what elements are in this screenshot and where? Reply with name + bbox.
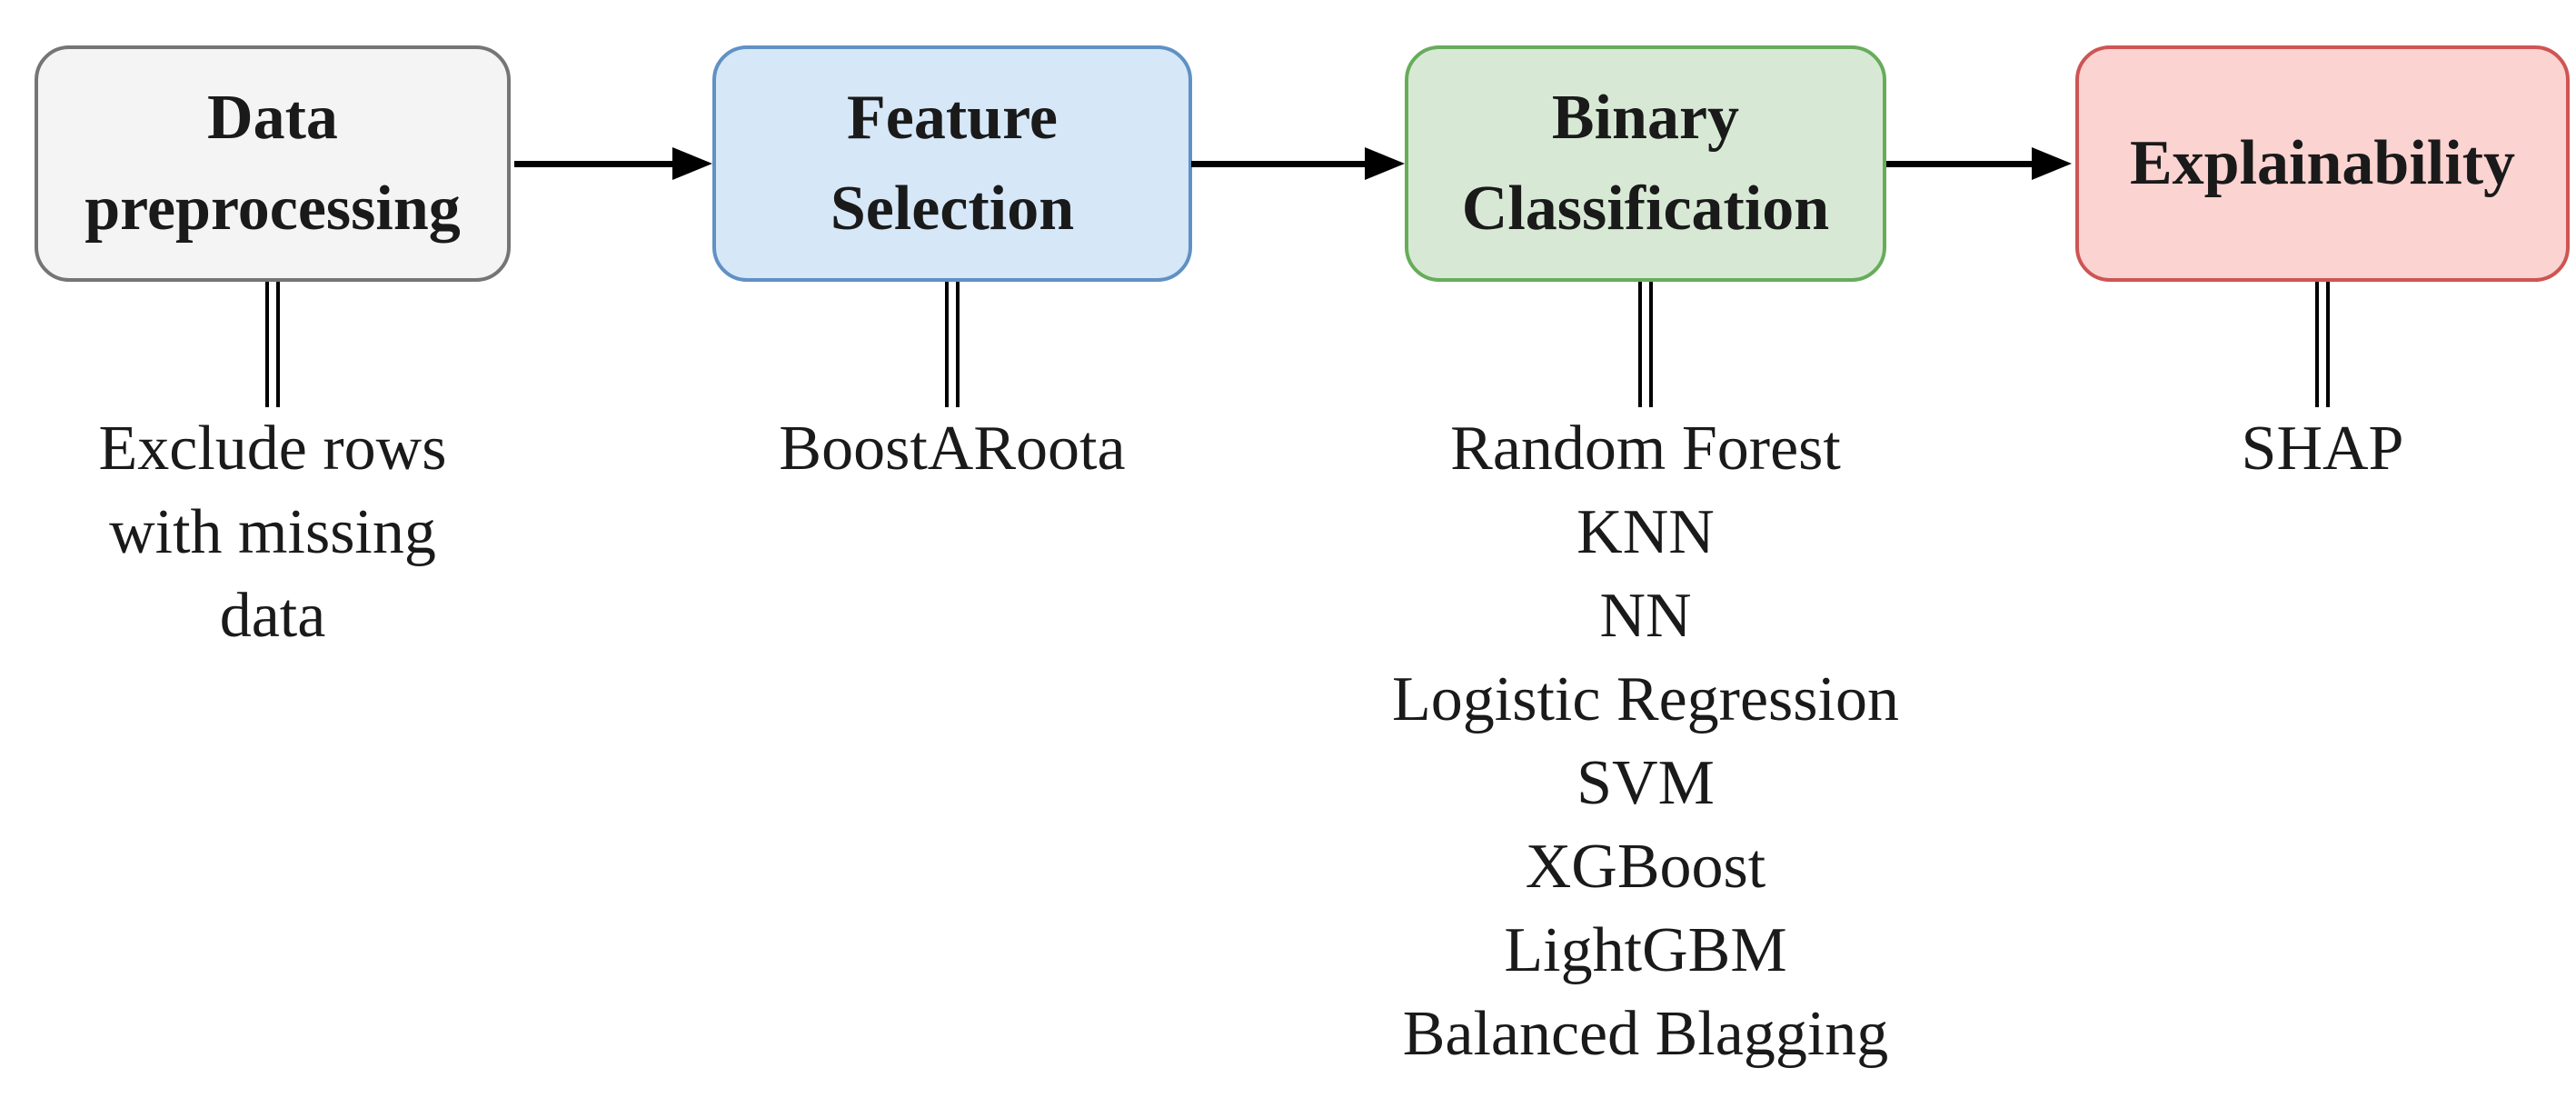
stage-title-explainability: Explainability: [2129, 128, 2516, 198]
flow-arrow-3: [1886, 147, 2072, 180]
double-line-connector-explainability: [2315, 282, 2330, 407]
stage-box-feature-selection: Feature Selection: [712, 45, 1192, 282]
flow-arrow-2: [1191, 147, 1405, 180]
stage-box-data-preprocessing: Data preprocessing: [35, 45, 511, 282]
stage-title-data-preprocessing: Data preprocessing: [85, 83, 461, 244]
arrow-head-icon: [672, 147, 712, 180]
arrow-head-icon: [2032, 147, 2072, 180]
double-line-connector-data-preprocessing: [265, 282, 280, 407]
arrow-shaft: [1886, 161, 2035, 167]
double-line-connector-binary-classification: [1638, 282, 1653, 407]
stage-title-binary-classification: Binary Classification: [1461, 83, 1830, 244]
arrow-shaft: [514, 161, 676, 167]
stage-box-explainability: Explainability: [2075, 45, 2570, 282]
arrow-head-icon: [1365, 147, 1405, 180]
stage-title-feature-selection: Feature Selection: [830, 83, 1075, 244]
stage-box-binary-classification: Binary Classification: [1405, 45, 1886, 282]
double-line-connector-feature-selection: [945, 282, 960, 407]
flow-arrow-1: [514, 147, 712, 180]
stage-details-binary-classification: Random Forest KNN NN Logistic Regression…: [1392, 414, 1899, 1069]
stage-details-explainability: SHAP: [2241, 414, 2404, 484]
stage-details-data-preprocessing: Exclude rows with missing data: [98, 414, 447, 651]
stage-details-feature-selection: BoostARoota: [779, 414, 1126, 484]
arrow-shaft: [1191, 161, 1368, 167]
